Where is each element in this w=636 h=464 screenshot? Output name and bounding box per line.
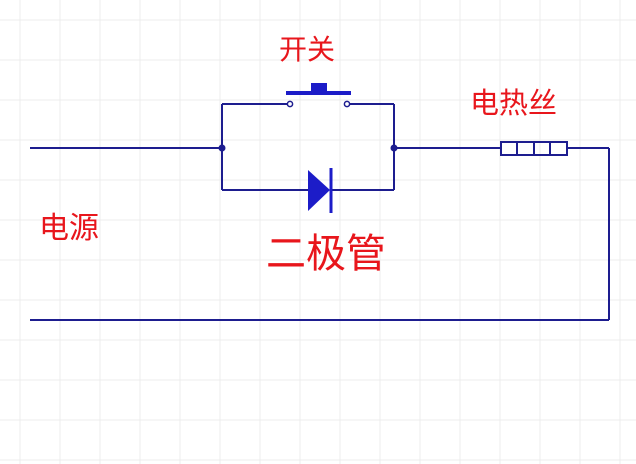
push-button-switch (286, 83, 351, 108)
heating-wire-resistor (500, 141, 568, 156)
heating-wire-label: 电热丝 (470, 86, 558, 120)
diode-triangle (308, 170, 330, 211)
switch-left-contact (286, 100, 294, 108)
switch-right-contact (343, 100, 351, 108)
switch-contact-bar (286, 91, 351, 95)
switch-actuator (311, 83, 327, 92)
diode-symbol (308, 168, 333, 213)
diode-label: 二极管 (266, 231, 386, 277)
switch-label: 开关 (279, 33, 336, 66)
power-source-label: 电源 (39, 211, 99, 246)
junction-dot-right (390, 144, 398, 152)
junction-dot-left (218, 144, 226, 152)
wires (30, 103, 610, 321)
